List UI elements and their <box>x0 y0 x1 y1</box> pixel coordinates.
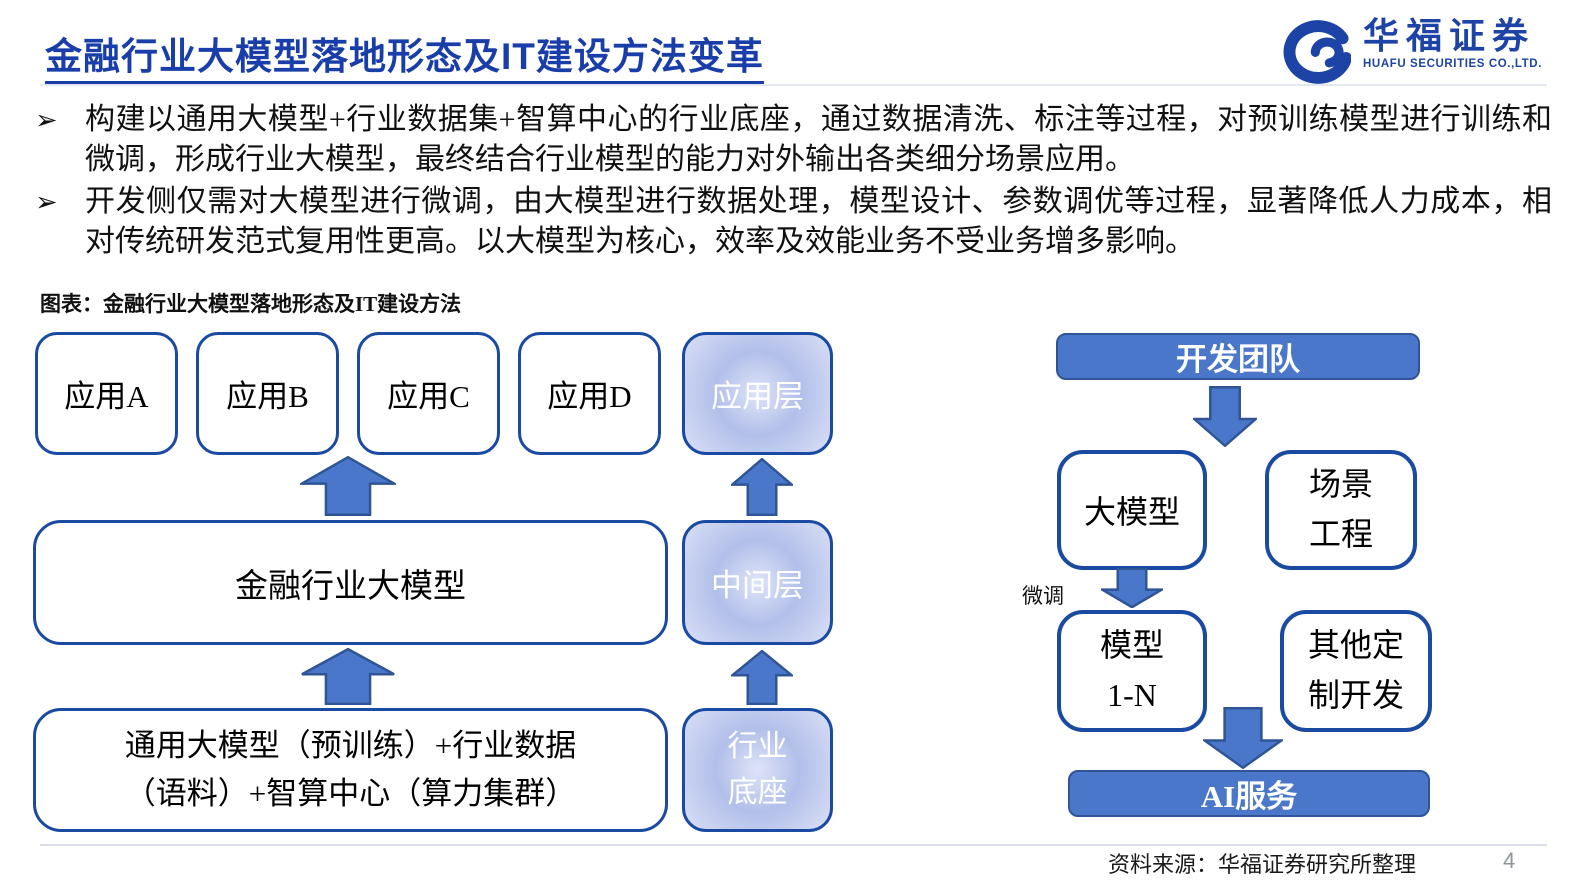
up-arrow-icon <box>300 456 396 516</box>
page-title: 金融行业大模型落地形态及IT建设方法变革 <box>45 26 764 84</box>
bullet-item: ➢ 开发侧仅需对大模型进行微调，由大模型进行数据处理，模型设计、参数调优等过程，… <box>35 182 1552 262</box>
box-industry-base: 行业 底座 <box>682 708 833 832</box>
figure-caption: 图表：金融行业大模型落地形态及IT建设方法 <box>40 292 462 316</box>
box-other-custom-dev: 其他定 制开发 <box>1280 610 1432 732</box>
box-scene-engineering: 场景 工程 <box>1265 450 1417 570</box>
box-app-d: 应用D <box>518 332 661 455</box>
box-middle-layer: 中间层 <box>682 520 833 645</box>
logo-name-cn: 华福证券 <box>1363 16 1536 56</box>
footer-divider <box>40 844 1547 846</box>
down-arrow-icon <box>1203 707 1283 769</box>
box-app-a: 应用A <box>35 332 178 455</box>
box-general-model-base: 通用大模型（预训练）+行业数据 （语料）+智算中心（算力集群） <box>33 708 668 832</box>
up-arrow-icon <box>300 648 396 705</box>
logo-name-en: HUAFU SECURITIES CO.,LTD. <box>1363 58 1542 70</box>
summary-bullets: ➢ 构建以通用大模型+行业数据集+智算中心的行业底座，通过数据清洗、标注等过程，… <box>35 100 1552 264</box>
bullet-item: ➢ 构建以通用大模型+行业数据集+智算中心的行业底座，通过数据清洗、标注等过程，… <box>35 100 1552 180</box>
box-large-model: 大模型 <box>1057 450 1207 570</box>
box-ai-service: AI服务 <box>1068 770 1430 817</box>
up-arrow-icon <box>731 458 793 516</box>
up-arrow-icon <box>731 650 793 705</box>
bullet-text: 开发侧仅需对大模型进行微调，由大模型进行数据处理，模型设计、参数调优等过程，显著… <box>85 185 1552 258</box>
down-arrow-icon <box>1101 568 1163 608</box>
arrow-bullet-icon: ➢ <box>35 187 58 217</box>
box-finance-industry-model: 金融行业大模型 <box>33 520 668 645</box>
source-note: 资料来源：华福证券研究所整理 <box>1108 852 1417 877</box>
page-number: 4 <box>1503 848 1516 873</box>
box-app-c: 应用C <box>357 332 500 455</box>
finetune-label: 微调 <box>1022 584 1064 608</box>
down-arrow-icon <box>1193 386 1257 447</box>
arrow-bullet-icon: ➢ <box>35 105 58 135</box>
title-divider <box>40 84 1547 86</box>
box-app-b: 应用B <box>196 332 339 455</box>
box-dev-team: 开发团队 <box>1056 333 1420 380</box>
company-logo: 华福证券 HUAFU SECURITIES CO.,LTD. <box>1281 16 1542 84</box>
logo-text: 华福证券 HUAFU SECURITIES CO.,LTD. <box>1363 16 1542 70</box>
box-model-1-n: 模型 1-N <box>1057 610 1207 732</box>
huafu-swirl-icon <box>1281 16 1353 84</box>
bullet-text: 构建以通用大模型+行业数据集+智算中心的行业底座，通过数据清洗、标注等过程，对预… <box>85 103 1552 176</box>
box-application-layer: 应用层 <box>682 332 833 455</box>
